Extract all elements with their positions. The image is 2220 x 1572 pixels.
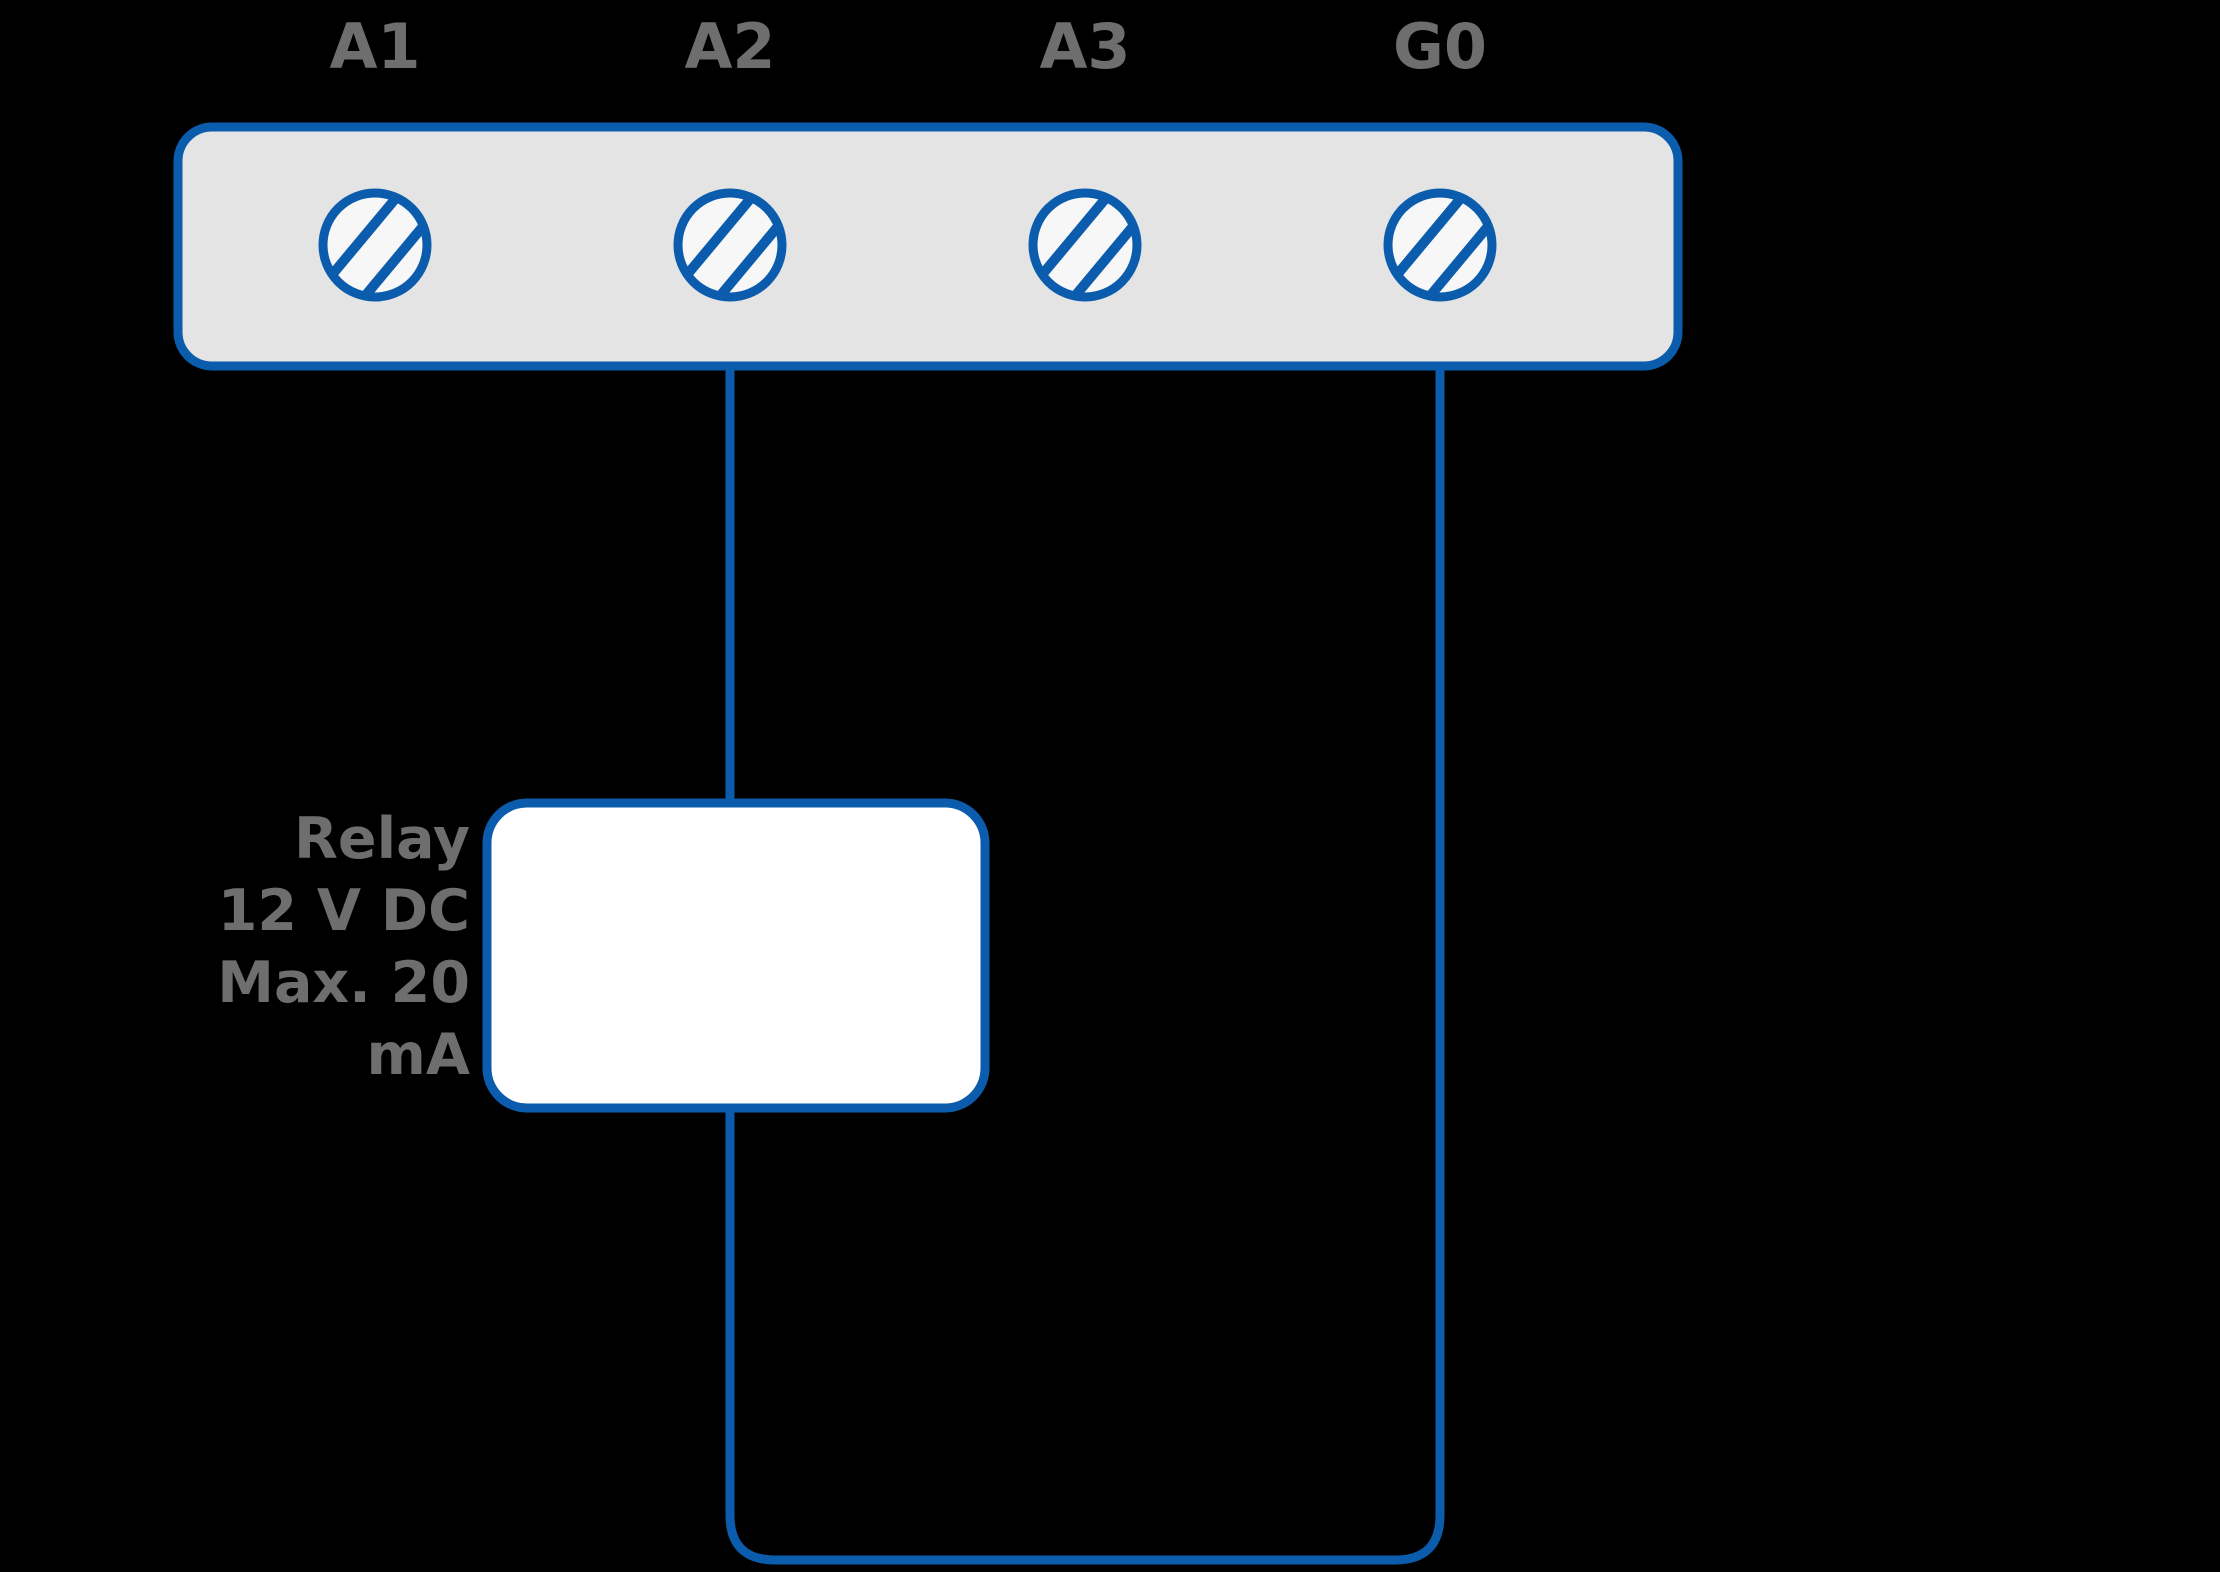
relay-body [482, 798, 990, 1113]
terminal-label-a2: A2 [684, 10, 775, 83]
relay-caption: Relay 12 V DC Max. 20 mA [217, 806, 470, 1088]
relay-component[interactable] [482, 798, 990, 1113]
relay-caption-line-3: Max. 20 [217, 950, 470, 1016]
screw-terminal-a3[interactable] [1021, 180, 1155, 320]
screw-circle-icon [318, 188, 432, 302]
terminal-labels-group: A1 A2 A3 G0 [329, 10, 1487, 83]
screw-circle-icon [1028, 188, 1142, 302]
wiring-group [725, 340, 1445, 1565]
screw-circle-icon [673, 188, 787, 302]
relay-caption-line-1: Relay [294, 806, 470, 872]
terminal-label-a1: A1 [329, 10, 420, 83]
screw-circle-icon [1383, 188, 1497, 302]
terminal-block-body [173, 122, 1683, 371]
terminal-block[interactable] [173, 122, 1683, 371]
terminal-label-g0: G0 [1393, 10, 1487, 83]
wire-relay-bottom-return-loop [725, 340, 1445, 1565]
screw-terminal-a1[interactable] [311, 180, 445, 320]
relay-caption-line-4: mA [366, 1022, 470, 1088]
relay-caption-line-2: 12 V DC [218, 878, 470, 944]
terminal-label-a3: A3 [1039, 10, 1130, 83]
